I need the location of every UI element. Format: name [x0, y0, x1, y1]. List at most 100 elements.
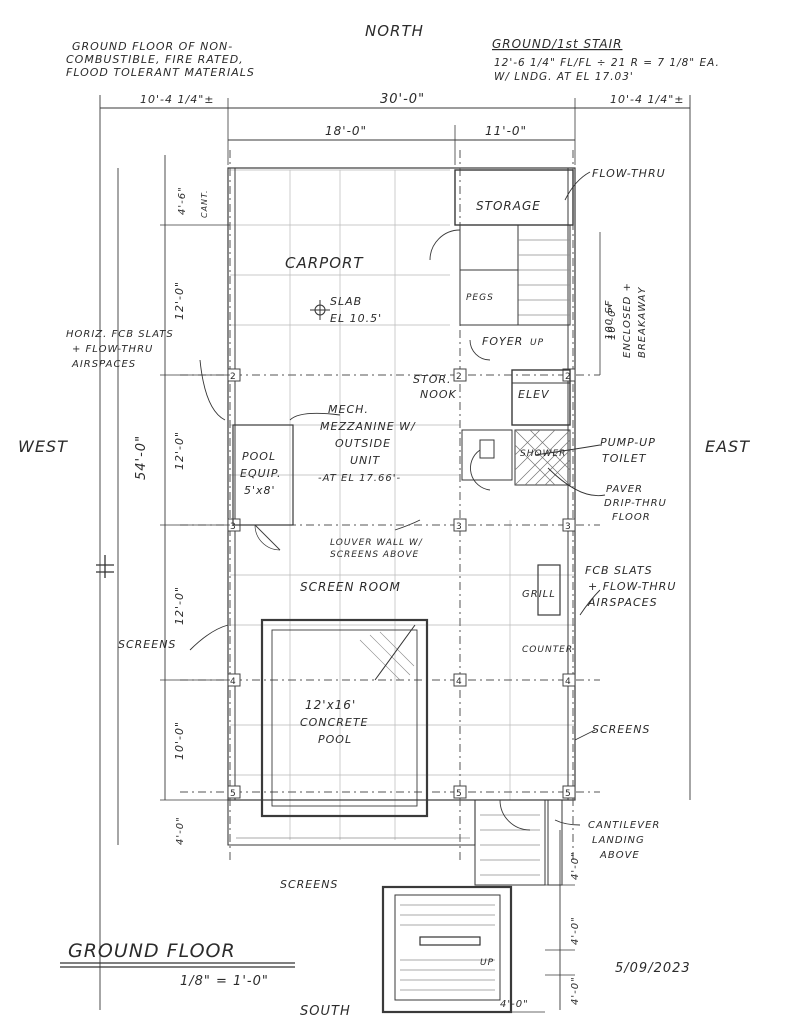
room-mech-4: UNIT [350, 454, 381, 467]
dim-row3: 12'-0" [173, 586, 186, 625]
materials-note: GROUND FLOOR OF NON- COMBUSTIBLE, FIRE R… [66, 40, 255, 79]
callout-paver-2: DRIP-THRU [604, 498, 667, 509]
callout-screens-right: SCREENS [592, 723, 650, 736]
dim-row2: 12'-0" [173, 431, 186, 470]
materials-note-line3: FLOOD TOLERANT MATERIALS [66, 66, 255, 79]
grill-unit [537, 564, 561, 616]
stair-note-line2: 12'-6 1/4" FL/FL ÷ 21 R = 7 1/8" EA. [494, 57, 720, 69]
callout-enclosed-3: BREAKAWAY [637, 286, 648, 358]
room-storage: STORAGE [476, 199, 541, 213]
room-grill: GRILL [522, 589, 556, 600]
materials-note-line1: GROUND FLOOR OF NON- [72, 40, 233, 53]
concrete-pool [260, 618, 429, 818]
callout-horiz-slats-1: HORIZ. FCB SLATS [66, 329, 174, 340]
dim-east-setback: 10'-4 1/4"± [610, 93, 684, 106]
room-stor-nook-2: NOOK [420, 388, 457, 401]
stair-note-title: GROUND/1st STAIR [492, 37, 622, 51]
grid-mark-4b: 4 [456, 677, 462, 687]
room-pool-2: CONCRETE [300, 716, 369, 729]
grid-mark-2b: 2 [456, 372, 462, 382]
room-foyer-up: UP [530, 338, 544, 348]
dim-stair-run2: 4'-0" [570, 916, 581, 945]
callout-enclosed-1: 100 SF [604, 300, 615, 340]
grid-mark-3c: 3 [565, 522, 571, 532]
grid-mark-3b: 3 [456, 522, 462, 532]
dim-bay-east: 11'-0" [485, 124, 527, 138]
callout-louver-2: SCREENS ABOVE [330, 550, 419, 560]
callout-screens-bottom: SCREENS [280, 878, 338, 891]
callout-fcb-slats-2: + FLOW-THRU [588, 580, 676, 593]
grid-mark-2c: 2 [565, 372, 571, 382]
dim-row4: 10'-0" [173, 721, 186, 760]
callout-flow-thru: FLOW-THRU [592, 167, 666, 180]
room-pool-equip-1: POOL [242, 450, 276, 463]
dimension-lines [99, 95, 691, 1013]
grid-mark-5c: 5 [565, 789, 571, 799]
dim-right-span: 10'-0" [607, 304, 618, 340]
room-elev: ELEV [518, 388, 550, 401]
dim-overall-width: 30'-0" [380, 92, 425, 107]
room-pool-equip-2: EQUIP. [240, 467, 282, 480]
room-slab-el: EL 10.5' [330, 312, 382, 325]
dim-stair-run3: 4'-0" [570, 976, 581, 1005]
dim-stair-run1: 4'-0" [570, 851, 581, 880]
room-counter: COUNTER [522, 645, 573, 655]
room-screen-room: SCREEN ROOM [300, 580, 401, 594]
south-stair [381, 799, 563, 1014]
east-label: EAST [705, 437, 750, 456]
stair-note-line3: W/ LNDG. AT EL 17.03' [494, 71, 634, 83]
grid-mark-5b: 5 [456, 789, 462, 799]
drawing-date: 5/09/2023 [615, 961, 691, 976]
room-pool-1: 12'x16' [305, 698, 356, 712]
room-mech-5: -AT EL 17.66'- [318, 473, 401, 484]
grid-mark-3: 3 [230, 522, 236, 532]
callout-pump-up-1: PUMP-UP [600, 436, 656, 449]
dim-row1: 12'-0" [173, 281, 186, 320]
dim-overall-depth: 54'-0" [134, 435, 149, 480]
callout-screens-left: SCREENS [118, 638, 176, 651]
materials-note-line2: COMBUSTIBLE, FIRE RATED, [66, 53, 244, 66]
west-label: WEST [18, 437, 68, 456]
drawing-title: GROUND FLOOR [68, 940, 236, 962]
grid-mark-4: 4 [230, 677, 236, 687]
room-foyer: FOYER [482, 335, 523, 348]
callout-paver-3: FLOOR [612, 512, 651, 523]
grid-marks: 2 2 2 3 3 3 4 4 4 5 5 5 [227, 368, 576, 799]
room-pool-3: POOL [318, 733, 352, 746]
grid-mark-5: 5 [230, 789, 236, 799]
callout-louver-1: LOUVER WALL W/ [330, 538, 423, 548]
room-shower: SHOWER [520, 449, 566, 459]
room-mech-1: MECH. [328, 403, 369, 416]
stair-note: GROUND/1st STAIR 12'-6 1/4" FL/FL ÷ 21 R… [492, 37, 720, 83]
room-pool-equip-3: 5'x8' [244, 484, 276, 497]
south-label: SOUTH [300, 1004, 351, 1019]
north-label: NORTH [365, 22, 424, 40]
room-stor-nook-1: STOR. [413, 373, 452, 386]
callout-pump-up-2: TOILET [602, 452, 647, 465]
slab-marker-icon [310, 300, 330, 320]
callout-horiz-slats-2: + FLOW-THRU [72, 344, 153, 355]
structural-grid [180, 150, 600, 860]
dim-stair-width: 4'-0" [500, 999, 529, 1010]
room-mech-3: OUTSIDE [335, 437, 391, 450]
drawing-scale: 1/8" = 1'-0" [180, 974, 269, 989]
dim-bay-west: 18'-0" [325, 124, 367, 138]
room-slab: SLAB [330, 295, 362, 308]
dim-cant: 4'-6" [177, 186, 188, 215]
grid-mark-4c: 4 [565, 677, 571, 687]
callout-cantilever-3: ABOVE [599, 850, 640, 861]
dim-row5: 4'-0" [175, 816, 186, 845]
core-block [429, 169, 574, 491]
callout-fcb-slats-1: FCB SLATS [585, 564, 653, 577]
callout-cantilever-1: CANTILEVER [588, 820, 660, 831]
building-outline [227, 167, 576, 846]
room-stair-up: UP [480, 958, 494, 968]
dim-west-setback: 10'-4 1/4"± [140, 93, 214, 106]
grid-mark-2: 2 [230, 372, 236, 382]
north-arrow-icon [96, 555, 114, 578]
callout-cantilever-2: LANDING [592, 835, 645, 846]
callout-horiz-slats-3: AIRSPACES [71, 359, 136, 370]
room-mech-2: MEZZANINE W/ [320, 420, 416, 433]
pool-equipment-room [232, 424, 294, 551]
